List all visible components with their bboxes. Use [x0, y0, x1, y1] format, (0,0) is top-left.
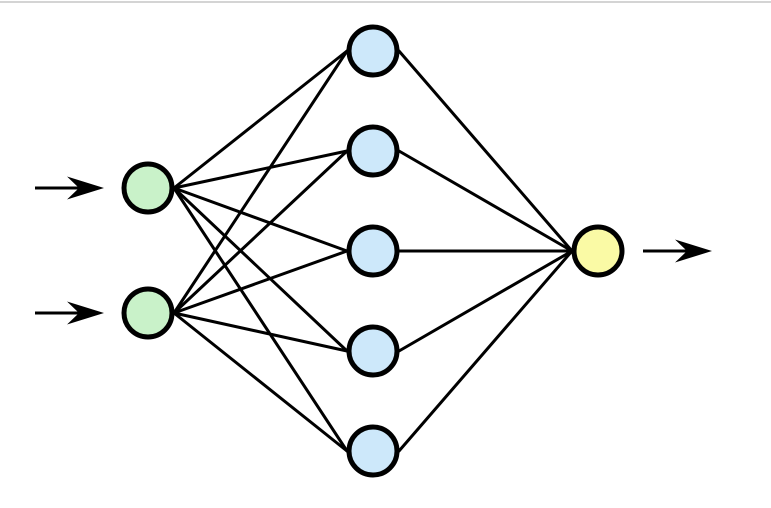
- edge-in2-h4: [172, 311, 349, 353]
- output-arrow-head: [675, 239, 712, 263]
- edge-in1-h1: [172, 49, 349, 190]
- edge-in1-h3: [172, 186, 349, 253]
- hidden-node-2: [346, 124, 400, 178]
- input-arrow-2-head: [67, 301, 104, 325]
- edge-h5-out1: [397, 249, 574, 453]
- input-arrow-1-head: [67, 176, 104, 200]
- hidden-node-1: [346, 24, 400, 78]
- edge-in1-h2: [172, 149, 349, 190]
- edge-h4-out1: [397, 249, 574, 353]
- edge-in2-h5: [172, 311, 349, 453]
- output-node-1: [571, 224, 625, 278]
- edge-in1-h5: [172, 186, 349, 453]
- edge-in2-h2: [172, 149, 349, 315]
- hidden-node-4: [346, 324, 400, 378]
- edge-in2-h1: [172, 49, 349, 315]
- edge-in2-h3: [172, 249, 349, 315]
- hidden-node-5: [346, 424, 400, 478]
- hidden-node-3: [346, 224, 400, 278]
- input-node-1: [121, 161, 175, 215]
- edge-h1-out1: [397, 49, 574, 253]
- edge-in1-h4: [172, 186, 349, 353]
- edge-h2-out1: [397, 149, 574, 253]
- input-node-2: [121, 286, 175, 340]
